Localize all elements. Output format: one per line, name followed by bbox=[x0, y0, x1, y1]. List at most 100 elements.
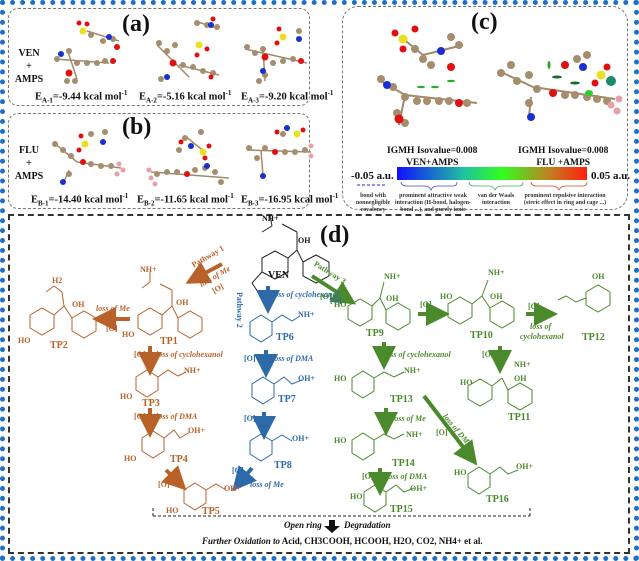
footer-open-ring: Open ring bbox=[284, 520, 322, 530]
label-tp1: TP1 bbox=[160, 336, 178, 347]
molecule-c-ven-amps bbox=[377, 25, 478, 127]
panel-d-label: (d) bbox=[320, 222, 350, 248]
structure-tp9 bbox=[347, 298, 373, 327]
label-tp8: TP8 bbox=[274, 460, 292, 471]
label-tp6-nh: NH+ bbox=[298, 310, 315, 319]
label-tp13: TP13 bbox=[390, 394, 413, 405]
panel-b-system-label: FLU + AMPS bbox=[14, 145, 44, 182]
label-ven: VEN bbox=[268, 270, 290, 281]
pathway3-reagent: [O] bbox=[320, 292, 332, 301]
structure-tp6 bbox=[249, 314, 273, 343]
panel-a: (a) VEN + AMPS EA-1=-9.44 kcal mol-1 EA-… bbox=[8, 8, 333, 106]
label-tp9-ho: HO bbox=[334, 300, 347, 309]
structure-tp8 bbox=[249, 433, 273, 462]
step-tp10-tp12-loss: loss of bbox=[530, 322, 552, 331]
panel-b-label: (b) bbox=[122, 114, 152, 140]
structure-ven bbox=[251, 214, 330, 293]
energy-b3: EB-3=-16.95 kcal mol-1 bbox=[241, 192, 339, 208]
step-tp1-tp3-oxid: [O] bbox=[134, 350, 146, 359]
pathway2-label: Pathway 2 bbox=[235, 292, 244, 328]
label-tp11-nh: NH+ bbox=[514, 360, 531, 369]
energy-a3: EA-3=-9.20 kcal mol-1 bbox=[241, 89, 334, 105]
label-tp14-ho: HO bbox=[334, 436, 347, 445]
legend-brackets bbox=[357, 181, 588, 191]
label-tp3: TP3 bbox=[142, 398, 160, 409]
label-tp2: TP2 bbox=[50, 340, 68, 351]
label-tp4: TP4 bbox=[170, 454, 188, 465]
step-tp1-tp3-loss: loss of cyclohexanol bbox=[156, 350, 223, 359]
label-tp15-oh: OH+ bbox=[410, 484, 428, 493]
label-tp9-nh: NH+ bbox=[384, 272, 401, 281]
step-tp13-tp14-loss: loss of Me bbox=[392, 414, 426, 423]
molecule-a2 bbox=[156, 16, 220, 82]
molecule-b1 bbox=[52, 129, 126, 185]
label-tp12-oh: OH bbox=[592, 272, 605, 281]
label-tp16-oh: OH+ bbox=[516, 462, 534, 471]
energy-b1: EB-1=-14.40 kcal mol-1 bbox=[31, 192, 129, 208]
label-tp10-nh: NH+ bbox=[488, 268, 505, 277]
panel-c: (c) IGMH Isovalue=0.008 VEN+AMPS IGMH Is… bbox=[342, 6, 631, 220]
label-tp3-ho: HO bbox=[120, 392, 133, 401]
label-tp1-nh: NH+ bbox=[140, 265, 157, 274]
panel-c-label: (c) bbox=[471, 9, 498, 35]
molecule-b2 bbox=[146, 129, 230, 187]
label-tp2-ho: HO bbox=[18, 336, 31, 345]
label-tp1-oh: OH bbox=[176, 298, 189, 307]
step-tp10-tp12-oxid: [O] bbox=[528, 302, 540, 311]
structure-tp13 bbox=[351, 370, 375, 399]
label-tp5-ho: HO bbox=[166, 506, 179, 515]
step-tp3-tp4-loss: loss of DMA bbox=[156, 412, 198, 421]
energy-b2: EB-2=-11.65 kcal mol-1 bbox=[137, 192, 234, 208]
step-tp14-tp15-oxid: [O] bbox=[362, 472, 374, 481]
structure-tp4 bbox=[141, 430, 165, 459]
label-tp9-oh: OH bbox=[386, 294, 399, 303]
label-tp13-ho: HO bbox=[334, 374, 347, 383]
structure-tp7 bbox=[251, 376, 275, 405]
pathway2-graphics bbox=[232, 286, 303, 492]
structure-tp11 bbox=[467, 378, 493, 407]
label-tp10-oh: OH bbox=[490, 292, 503, 301]
label-tp6: TP6 bbox=[276, 332, 294, 343]
structure-tp10 bbox=[447, 296, 473, 325]
label-tp9: TP9 bbox=[366, 328, 384, 339]
molecule-b3 bbox=[246, 125, 314, 179]
label-tp11-oh: OH bbox=[514, 374, 527, 383]
step-tp9-tp13-loss: loss of cyclohexanol bbox=[384, 350, 451, 359]
label-tp4-oh: OH+ bbox=[188, 426, 206, 435]
label-tp7: TP7 bbox=[278, 394, 296, 405]
label-tp3-nh: NH+ bbox=[184, 366, 201, 375]
step-tp10-tp12-cyclohexanol: cyclohexanol bbox=[520, 332, 564, 341]
pathway2-reagent: [O] bbox=[330, 296, 342, 305]
label-tp5: TP5 bbox=[202, 506, 220, 517]
label-tp7-oh: OH+ bbox=[298, 374, 316, 383]
legend-repulsive: prominent repulsive interaction (steric … bbox=[523, 193, 607, 206]
step-tp6-tp7-loss: loss of DMA bbox=[272, 354, 314, 363]
structure-tp12 bbox=[585, 284, 611, 313]
energy-a1: EA-1=-9.44 kcal mol-1 bbox=[35, 89, 128, 105]
label-tp15-ho: HO bbox=[350, 492, 363, 501]
label-tp2-oh: OH bbox=[72, 300, 85, 309]
structure-tp3 bbox=[135, 369, 159, 398]
step-tp8-tp5-loss: loss of Me bbox=[250, 480, 284, 489]
pathway3-graphics bbox=[310, 274, 611, 513]
label-tp8-oh: OH+ bbox=[292, 434, 310, 443]
caption-flu-amps: IGMH Isovalue=0.008 FLU +AMPS bbox=[518, 146, 609, 168]
label-tp2-h2: H2 bbox=[52, 276, 63, 285]
legend-covalency: bond with nonnegligible covalency bbox=[355, 193, 391, 213]
label-tp16: TP16 bbox=[486, 494, 509, 505]
label-tp10-ho: HO bbox=[440, 292, 453, 301]
step-tp8-tp5-oxid: [O] bbox=[232, 466, 244, 475]
legend-vdw: van der Waals interaction bbox=[477, 193, 515, 206]
step-tp9-tp10-oxid: [O] bbox=[420, 300, 432, 309]
scale-max-label: 0.05 a.u. bbox=[591, 170, 631, 182]
label-tp5-oh: OH+ bbox=[224, 484, 242, 493]
step-tp3-tp4-oxid: [O] bbox=[134, 412, 146, 421]
structure-tp14 bbox=[351, 432, 375, 461]
pathway2-step: loss of cyclohexanol bbox=[272, 290, 339, 299]
step-tp1-tp2-loss: loss of Me bbox=[96, 304, 130, 313]
step-tp6-tp7-oxid: [O] bbox=[244, 354, 256, 363]
label-tp16-ho: HO bbox=[454, 468, 467, 477]
panel-d bbox=[8, 214, 630, 554]
